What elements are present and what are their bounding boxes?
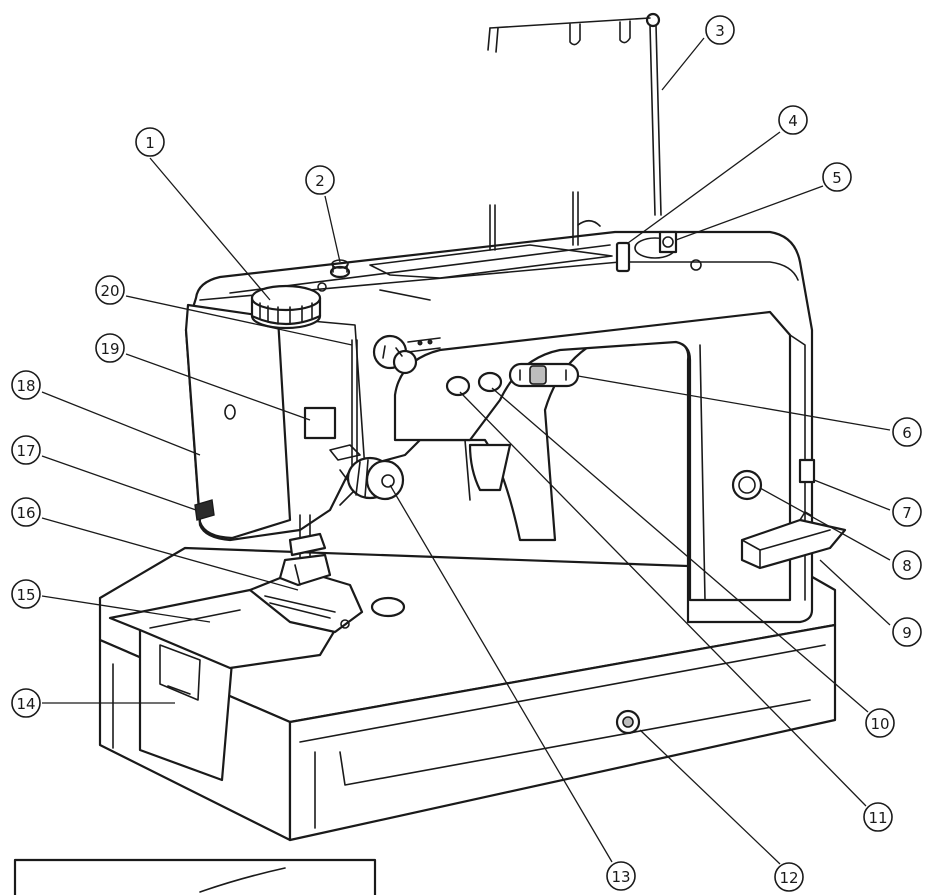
callout-circle-20: [95, 275, 125, 305]
right-side-controls: [464, 439, 847, 570]
leader-line-7: [813, 479, 891, 511]
callout-number-5: 5: [832, 169, 842, 187]
callout-number-6: 6: [902, 424, 912, 442]
callout-circle-5: [822, 162, 852, 192]
needle-area: [194, 444, 373, 587]
leader-line-6: [577, 375, 891, 431]
callout-circle-17: [11, 435, 41, 465]
inset-frame: [13, 858, 377, 895]
callout-circle-3: [705, 15, 735, 45]
leader-line-18: [41, 391, 201, 456]
pressure-dial: [250, 259, 351, 330]
callout-circle-14: [11, 688, 41, 718]
callout-circle-19: [95, 333, 125, 363]
callout-number-7: 7: [902, 504, 912, 522]
callout-circle-1: [135, 127, 165, 157]
leader-line-3: [661, 37, 705, 91]
callout-circle-8: [892, 550, 922, 580]
callout-number-19: 19: [100, 340, 119, 358]
leader-line-16: [41, 517, 299, 591]
callout-number-8: 8: [902, 557, 912, 575]
leader-line-19: [125, 353, 311, 421]
callout-circle-15: [11, 579, 41, 609]
control-panel: [445, 362, 580, 397]
face-plate: [184, 303, 366, 540]
callout-circle-13: [606, 861, 636, 891]
leader-line-8: [759, 487, 891, 561]
callout-number-1: 1: [145, 134, 155, 152]
leader-line-1: [149, 157, 271, 301]
callout-number-14: 14: [16, 695, 35, 713]
callout-number-17: 17: [16, 442, 35, 460]
callout-number-16: 16: [16, 504, 35, 522]
callout-number-2: 2: [315, 172, 325, 190]
callout-number-3: 3: [715, 22, 725, 40]
leader-lines: [41, 37, 891, 865]
callout-number-20: 20: [100, 282, 119, 300]
callout-number-4: 4: [788, 112, 798, 130]
leader-line-20: [125, 295, 353, 346]
callout-number-11: 11: [868, 809, 887, 827]
callout-number-9: 9: [902, 624, 912, 642]
leader-line-15: [41, 595, 211, 623]
needle-plate: [248, 568, 406, 634]
leader-line-13: [389, 484, 613, 863]
leader-line-12: [639, 729, 781, 865]
callout-number-12: 12: [779, 869, 798, 887]
callout-circle-9: [892, 617, 922, 647]
callout-circle-2: [305, 165, 335, 195]
leader-line-2: [324, 195, 341, 263]
bobbin-winder: [615, 230, 678, 273]
callout-circle-4: [778, 105, 808, 135]
leader-line-17: [41, 455, 197, 511]
leader-line-10: [491, 387, 869, 713]
leader-line-11: [459, 391, 867, 807]
thread-stand: [487, 12, 662, 216]
callout-circle-6: [892, 417, 922, 447]
callout-circle-18: [11, 370, 41, 400]
leader-line-9: [819, 559, 891, 626]
callout-circle-16: [11, 497, 41, 527]
callout-circle-11: [863, 802, 893, 832]
callout-number-13: 13: [611, 868, 630, 886]
callout-circle-10: [865, 708, 895, 738]
callout-circle-7: [892, 497, 922, 527]
leader-line-4: [627, 131, 781, 244]
callout-number-10: 10: [870, 715, 889, 733]
stitch-dial: [346, 456, 405, 501]
callout-number-15: 15: [16, 586, 35, 604]
callout-circle-12: [774, 862, 804, 892]
callout-number-18: 18: [16, 377, 35, 395]
leader-line-5: [675, 185, 824, 241]
tension-assembly: [351, 334, 441, 471]
